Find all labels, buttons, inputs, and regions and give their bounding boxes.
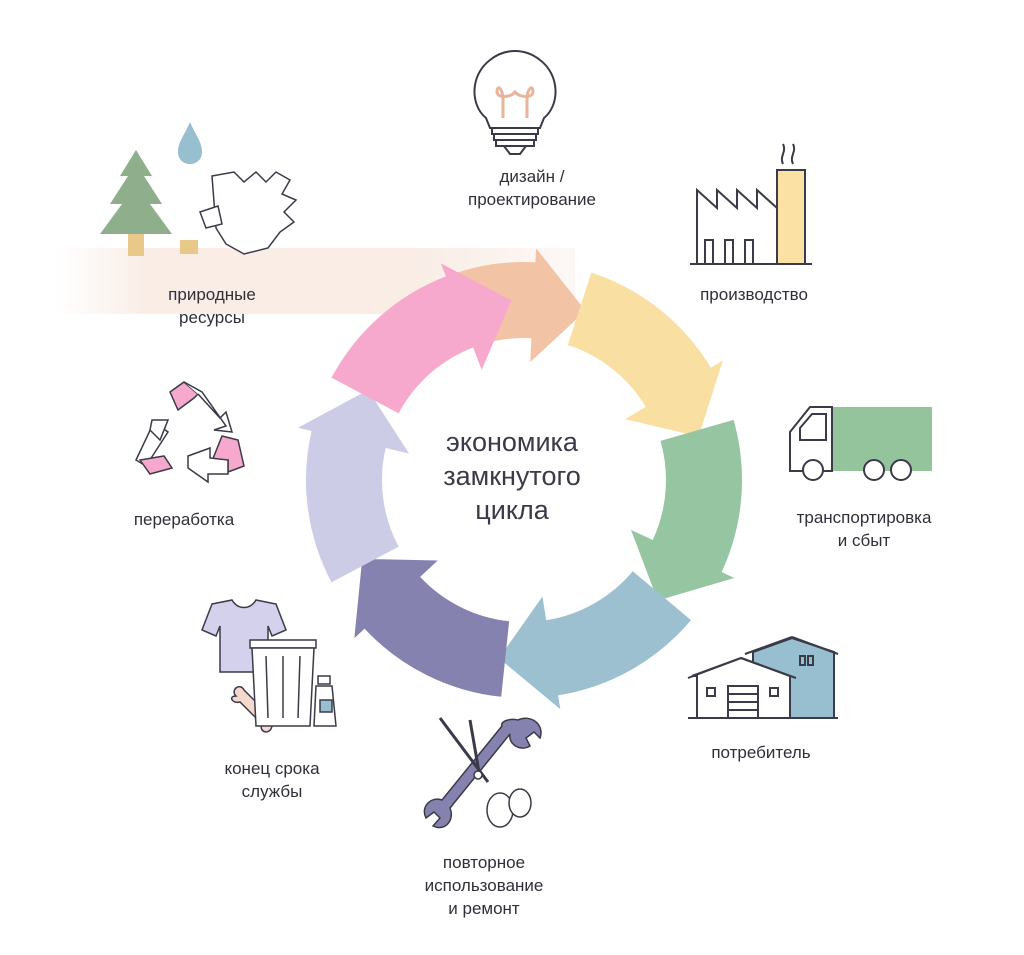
- arrow-consumer-to-reuse: [498, 571, 691, 710]
- cycle-arrows: [297, 248, 742, 710]
- trash-icon: [201, 599, 337, 733]
- arrow-transport-to-consumer: [630, 419, 742, 601]
- lightbulb-icon: [473, 50, 557, 155]
- house-icon: [687, 636, 839, 719]
- arrow-reuse-to-end-of-life: [354, 558, 510, 697]
- label-consumer: потребитель: [711, 743, 811, 762]
- label-recycling: переработка: [133, 510, 235, 529]
- label-design: дизайн /проектирование: [467, 167, 597, 209]
- arrow-recycling-to-resources: [331, 263, 512, 414]
- tools-icon: [423, 717, 542, 829]
- trees-icon: [100, 122, 298, 256]
- label-production: производство: [700, 285, 808, 304]
- arrow-end-of-life-to-recycling: [297, 390, 410, 583]
- arrow-production-to-transport: [567, 272, 723, 437]
- recycle-icon: [135, 381, 245, 484]
- truck-icon: [789, 406, 932, 481]
- factory-icon: [690, 143, 812, 265]
